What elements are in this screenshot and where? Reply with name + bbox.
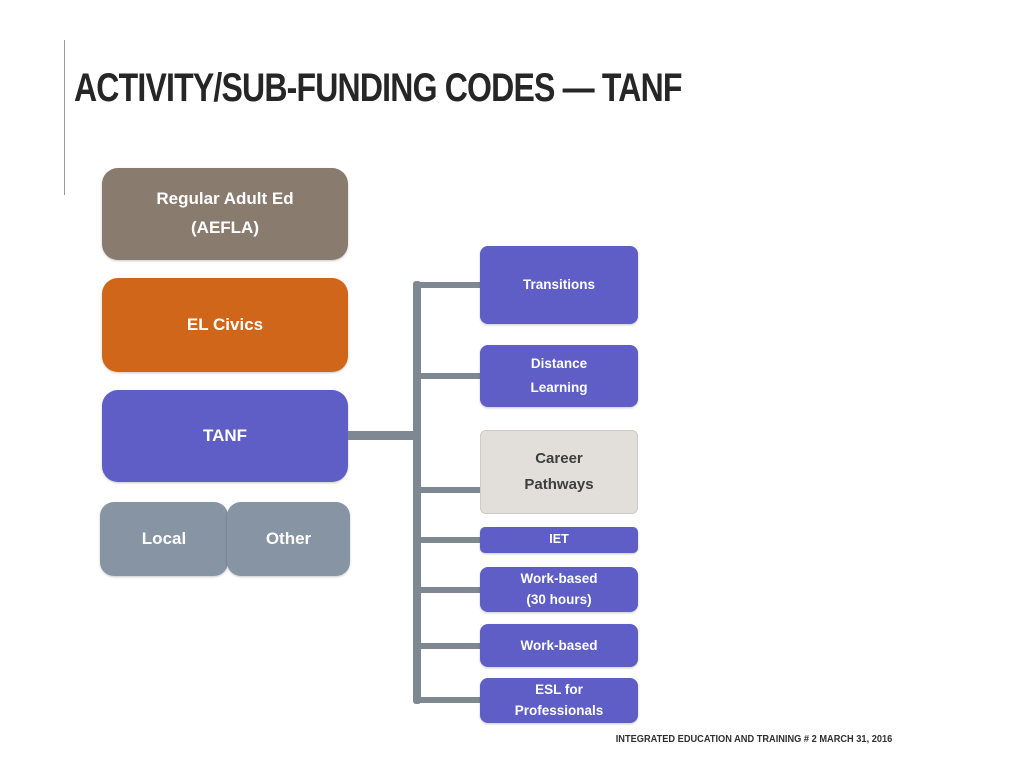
- node-distance-learning: Distance Learning: [480, 345, 638, 407]
- node-work-based-30-hours: Work-based (30 hours): [480, 567, 638, 612]
- node-work-based: Work-based: [480, 624, 638, 667]
- footer-credit: INTEGRATED EDUCATION AND TRAINING # 2 MA…: [615, 733, 892, 745]
- stub-connector-iet: [417, 537, 480, 543]
- page-title: ACTIVITY/SUB-FUNDING CODES — TANF: [74, 66, 682, 110]
- stub-connector-distance-learning: [417, 373, 480, 379]
- stub-connector-esl-professionals: [417, 697, 480, 703]
- title-accent-rule: [64, 40, 65, 195]
- node-tanf: TANF: [102, 390, 348, 482]
- node-regular-adult-ed: Regular Adult Ed (AEFLA): [102, 168, 348, 260]
- node-iet: IET: [480, 527, 638, 553]
- node-el-civics: EL Civics: [102, 278, 348, 372]
- stub-connector-work-based-30: [417, 587, 480, 593]
- node-local: Local: [100, 502, 228, 576]
- node-other: Other: [227, 502, 350, 576]
- stub-connector-work-based: [417, 643, 480, 649]
- node-transitions: Transitions: [480, 246, 638, 324]
- node-career-pathways: Career Pathways: [480, 430, 638, 514]
- tanf-branch-connector: [348, 431, 421, 440]
- stub-connector-transitions: [417, 282, 480, 288]
- node-esl-for-professionals: ESL for Professionals: [480, 678, 638, 723]
- stub-connector-career-pathways: [417, 487, 480, 493]
